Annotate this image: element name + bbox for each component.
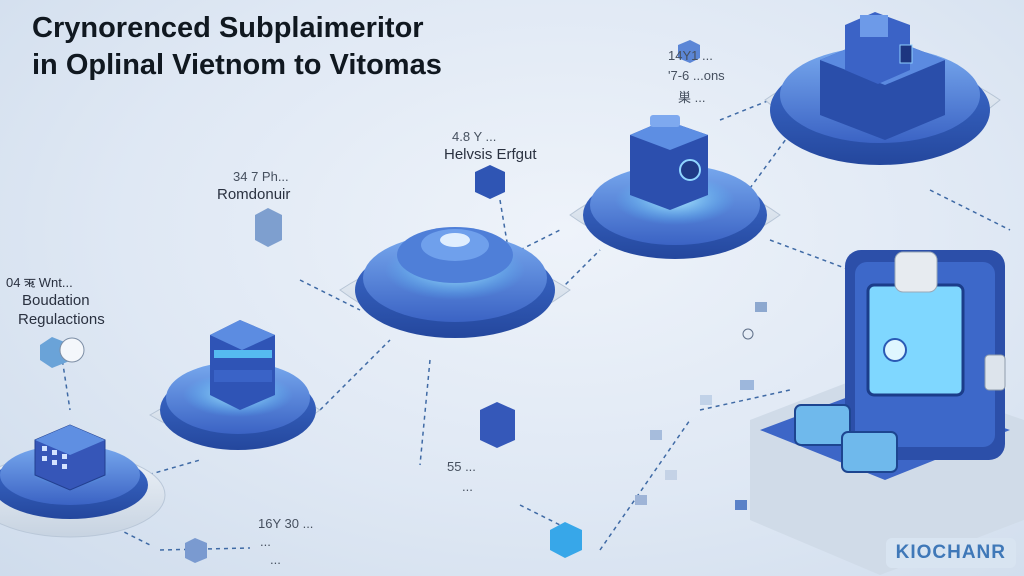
lock-icon <box>899 44 913 64</box>
node-vault <box>764 12 1001 165</box>
small-cube <box>480 402 515 448</box>
shield-icon <box>883 338 907 362</box>
label-helvsis-num: 4.8 Y ... <box>452 129 497 144</box>
small-cube <box>678 40 700 63</box>
connector-line <box>419 359 431 466</box>
gear-icon <box>440 233 470 247</box>
circuit-icon <box>794 404 851 446</box>
small-cube <box>185 538 207 563</box>
node-lock-device <box>569 115 781 259</box>
clock-icon <box>59 337 85 363</box>
node-stack-tower <box>149 320 321 450</box>
small-cubes <box>40 40 767 563</box>
label-roundonir-num: 34 7 Ph... <box>233 169 289 184</box>
connector-line <box>599 419 691 551</box>
label-bottom-left-num: 04 ऋ Wnt... <box>6 275 73 290</box>
label-lower-num: 16Y 30 ... <box>258 516 314 531</box>
label-top-right-num2: '7-6 ...ons <box>668 68 725 83</box>
watermark: KIOCHANR <box>885 538 1016 568</box>
screen <box>866 283 965 397</box>
circuit-icon <box>841 431 898 473</box>
label-helvsis-text: Helvsis Erfgut <box>444 146 537 163</box>
label-bottom-left-line1: Boudation <box>22 292 90 309</box>
server-grid-icon <box>42 446 67 469</box>
title-line-2: in Oplinal Vietnom to Vitomas <box>32 49 442 81</box>
connector-line <box>299 279 361 311</box>
label-roundonir-text: Romdonuir <box>217 186 291 203</box>
small-cube <box>475 165 505 199</box>
connector-line <box>519 229 561 251</box>
label-top-right-num1: 14Y1 ... <box>668 48 713 63</box>
connector-line <box>699 389 791 411</box>
lock-icon <box>679 159 701 181</box>
small-cube <box>255 208 282 247</box>
node-terminal <box>750 250 1024 575</box>
connector-line <box>929 189 1011 231</box>
node-central-dome <box>339 227 571 338</box>
title-line-1: Crynorenced Subplaimeritor <box>32 12 424 44</box>
label-lower-small1: ... <box>260 534 271 549</box>
connector-line <box>719 99 771 121</box>
connector-line <box>159 547 251 551</box>
connector-line <box>559 249 601 291</box>
node-bottom-left <box>0 424 166 538</box>
page-title: Crynorenced Subplaimeritor in Oplinal Vi… <box>32 10 442 84</box>
label-bottom-left-line2: Regulactions <box>18 311 105 328</box>
label-lower-small2: ... <box>270 552 281 567</box>
chip-icon <box>860 15 888 37</box>
camera-icon <box>894 251 938 293</box>
connector-line <box>319 339 391 411</box>
label-top-right-small: 巣 ... <box>678 90 706 105</box>
label-mid-bottom-small: ... <box>462 479 473 494</box>
connector-line <box>769 239 851 271</box>
connector-line <box>519 504 561 526</box>
small-cube <box>550 522 582 558</box>
label-mid-bottom-num: 55 ... <box>447 459 476 474</box>
